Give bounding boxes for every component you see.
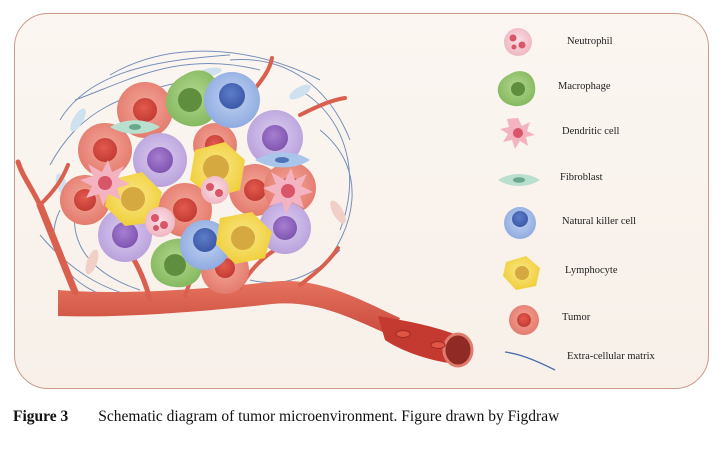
tumor-icon [509, 305, 539, 335]
legend-label-natural-killer-cell: Natural killer cell [562, 216, 637, 227]
cell-cluster [60, 70, 316, 294]
dendritic-cell [80, 160, 130, 206]
figure-caption: Figure 3 Schematic diagram of tumor micro… [13, 408, 559, 426]
fibroblast-icon [498, 174, 540, 186]
neutrophil-cell [145, 207, 175, 237]
neutrophil-icon [504, 28, 532, 56]
figure-label: Figure 3 [13, 408, 69, 425]
natural-killer-cell-icon [504, 207, 536, 239]
lymphocyte-icon [503, 256, 540, 290]
legend-icons [497, 28, 556, 371]
fibroblast-cell [255, 152, 310, 168]
legend-label-extracellular-matrix: Extra-cellular matrix [567, 351, 655, 362]
legend-label-tumor: Tumor [562, 312, 591, 323]
caption-text: Schematic diagram of tumor microenvironm… [98, 408, 560, 425]
tumor-cell [259, 202, 311, 254]
macrophage-cell [165, 70, 221, 127]
lymphocyte-cell [216, 212, 272, 264]
extracellular-matrix-icon [504, 351, 556, 371]
neutrophil-cell [201, 176, 229, 204]
legend-label-macrophage: Macrophage [558, 81, 611, 92]
tumor-cell [247, 110, 303, 166]
legend-label-dendritic-cell: Dendritic cell [562, 126, 620, 137]
dendritic-cell [263, 168, 313, 214]
natural-killer-cell [204, 72, 260, 128]
legend-label-lymphocyte: Lymphocyte [565, 265, 618, 276]
macrophage-icon [497, 71, 536, 107]
dendritic-cell-icon [500, 118, 535, 149]
tumor-cell [78, 123, 132, 177]
fibroblast-cell [110, 120, 160, 134]
tumor-cell [133, 133, 187, 187]
legend-label-fibroblast: Fibroblast [560, 172, 603, 183]
legend-label-neutrophil: Neutrophil [567, 36, 613, 47]
natural-killer-cell [180, 220, 230, 270]
